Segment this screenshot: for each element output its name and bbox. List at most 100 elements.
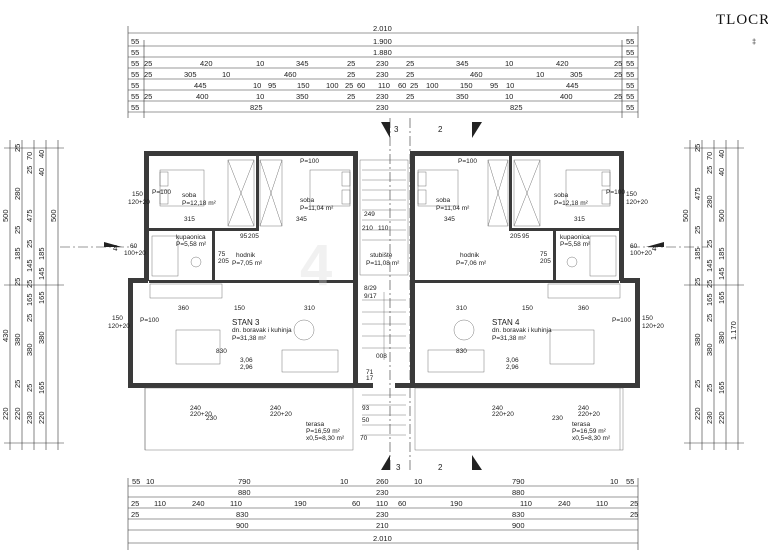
stair-dim: 70	[360, 435, 368, 442]
top-dim: 55	[626, 92, 634, 101]
right-dim: 500	[681, 209, 690, 222]
door-dim: 205	[540, 258, 551, 265]
elevation-label: 2,96	[240, 364, 253, 371]
top-dim: 10	[222, 70, 230, 79]
right-dim: 25	[705, 280, 714, 288]
left-dim: 25	[25, 314, 34, 322]
room-name: soba	[182, 192, 196, 199]
top-dim: 230	[376, 59, 389, 68]
bottom-dim: 240	[192, 499, 205, 508]
room-name: kupaonica	[560, 234, 590, 241]
right-dim: 145	[705, 259, 714, 272]
room-name: STAN 4	[492, 318, 520, 327]
left-dim: 25	[13, 144, 22, 152]
top-dim: 25	[406, 92, 414, 101]
top-dim: 10	[536, 70, 544, 79]
right-dim: 25	[693, 380, 702, 388]
top-dim: 25	[410, 81, 418, 90]
top-dim: 25	[144, 70, 152, 79]
room-area: P=5,58 m²	[176, 241, 207, 248]
bottom-dim: 830	[512, 510, 525, 519]
bottom-dim: 25	[630, 510, 638, 519]
top-dim: 55	[131, 92, 139, 101]
right-dim: 25	[705, 314, 714, 322]
top-dim: 230	[376, 70, 389, 79]
left-dim: 145	[37, 267, 46, 280]
right-dim: 230	[705, 411, 714, 424]
elevation-label: 2,96	[506, 364, 519, 371]
room-sub: dn. boravak i kuhinja	[232, 327, 292, 334]
left-dim: 220	[1, 407, 10, 420]
window-label: P=100	[458, 158, 477, 165]
top-dim: 25	[144, 92, 152, 101]
top-dim: 55	[626, 59, 634, 68]
left-dim: 25	[13, 226, 22, 234]
inner-dim: 830	[216, 348, 227, 355]
top-dim: 60	[398, 81, 406, 90]
stair-dim: 210	[362, 225, 373, 232]
left-dimension-chains: 500 430 220 25 280 25 185 25 380 25 220 …	[1, 140, 64, 450]
bottom-dim: 110	[154, 499, 166, 508]
room-area-half: x0,5=8,30 m²	[572, 435, 611, 442]
door-dim: 75	[218, 251, 226, 258]
room-area-half: x0,5=8,30 m²	[306, 435, 345, 442]
room-area: P=11,04 m²	[300, 205, 334, 212]
left-dim: 25	[13, 380, 22, 388]
inner-dim: 360	[578, 305, 589, 312]
room-area: P=11,04 m²	[436, 205, 470, 212]
room-name: kupaonica	[176, 234, 206, 241]
right-dim: 220	[693, 407, 702, 420]
left-dim: 25	[13, 278, 22, 286]
left-dim: 165	[37, 291, 46, 304]
left-dim: 165	[37, 381, 46, 394]
right-dim: 475	[693, 187, 702, 200]
top-dim: 150	[460, 81, 473, 90]
right-dim: 165	[717, 381, 726, 394]
right-dim: 185	[693, 247, 702, 260]
inner-dim: 310	[456, 305, 467, 312]
inner-dim: 360	[178, 305, 189, 312]
room-name: terasa	[306, 421, 324, 428]
right-dim: 25	[705, 240, 714, 248]
top-dim: 55	[626, 103, 634, 112]
inner-dim: 345	[444, 216, 455, 223]
room-area: P=16,59 m²	[306, 428, 341, 435]
door-dim: 220+20	[578, 411, 600, 418]
top-dim: 1.900	[373, 37, 392, 46]
window-label: 150	[132, 191, 143, 198]
door-dim: 240	[270, 405, 281, 412]
window-label: 60	[130, 243, 138, 250]
door-dim: 230	[552, 415, 563, 422]
door-dim: 220+20	[190, 411, 212, 418]
left-dim: 475	[25, 209, 34, 222]
bottom-dim: 240	[558, 499, 571, 508]
title-mark: ‡	[752, 37, 756, 46]
bottom-dim: 260	[376, 477, 389, 486]
left-dim: 380	[37, 331, 46, 344]
bottom-dim: 60	[352, 499, 360, 508]
door-dim: 205	[218, 258, 229, 265]
top-dim: 10	[505, 92, 513, 101]
right-dim: 145	[717, 267, 726, 280]
top-dim: 25	[614, 70, 622, 79]
room-name: hodnik	[236, 252, 256, 259]
top-dim: 345	[456, 59, 469, 68]
stair-dim: 008	[376, 353, 387, 360]
window-label: 100+20	[124, 250, 146, 257]
window-label: 150	[112, 315, 123, 322]
window-label: 60	[630, 243, 638, 250]
inner-dim: 150	[234, 305, 245, 312]
inner-dim: 315	[574, 216, 585, 223]
left-dim: 500	[49, 209, 58, 222]
right-dim: 25	[693, 278, 702, 286]
bottom-dim: 10	[414, 477, 422, 486]
top-dim: 100	[326, 81, 339, 90]
section-mark-top-2: 2	[438, 125, 443, 134]
top-dim: 25	[614, 59, 622, 68]
bottom-dim: 830	[236, 510, 249, 519]
top-total-dim: 2.010	[373, 24, 392, 33]
left-dim: 25	[25, 166, 34, 174]
door-dim: 95	[522, 233, 530, 240]
bottom-dim: 230	[376, 488, 389, 497]
